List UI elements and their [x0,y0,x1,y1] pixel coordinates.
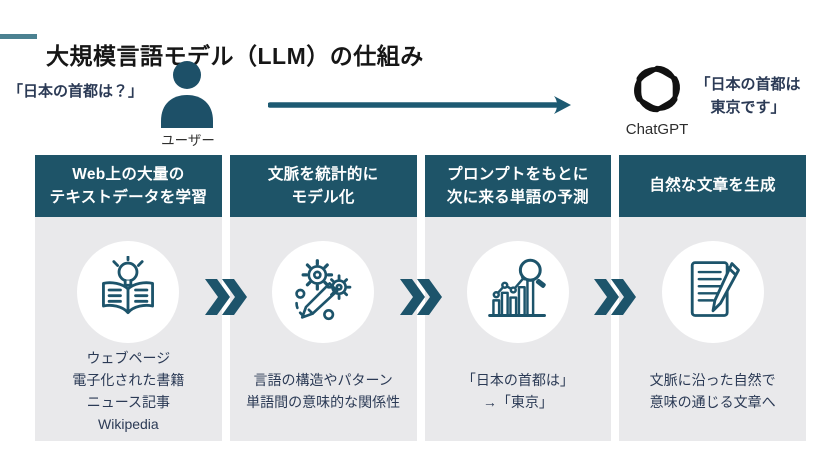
step-body: ウェブページ 電子化された書籍 ニュース記事 Wikipedia [35,217,222,441]
step-body: 「日本の首都は」 →「東京」 [424,217,612,441]
page-title: 大規模言語モデル（LLM）の仕組み [46,43,424,70]
icon-circle [272,241,375,343]
user-label: ユーザー [161,133,215,148]
person-icon [158,60,216,133]
chatgpt-logo-icon [629,61,685,122]
step-description: 文脈に沿った自然で 意味の通じる文章へ [649,371,776,410]
double-chevron-right-icon [400,279,442,315]
step-description: ウェブページ 電子化された書籍 ニュース記事 Wikipedia [72,349,185,433]
icon-circle [77,241,180,343]
step-header: 文脈を統計的に モデル化 [229,155,417,217]
step-modeling: 文脈を統計的に モデル化 [229,155,417,441]
icon-circle [466,241,569,343]
user-question-text: 「日本の首都は？」 [8,83,144,100]
pencil-gears-icon [289,256,357,329]
step-header: プロンプトをもとに 次に来る単語の予測 [424,155,612,217]
step-header: 自然な文章を生成 [619,155,806,217]
steps-row: Web上の大量の テキストデータを学習 [35,155,806,441]
step-header: Web上の大量の テキストデータを学習 [35,155,222,217]
chart-magnifier-icon [484,256,552,329]
double-chevron-right-icon [205,279,247,315]
step-description: 言語の構造やパターン 単語間の意味的な関係性 [246,371,401,410]
step-body: 文脈に沿った自然で 意味の通じる文章へ [619,217,806,441]
step-description: 「日本の首都は」 →「東京」 [461,371,574,410]
icon-circle [661,241,764,343]
step-generation: 自然な文章を生成 [619,155,806,441]
chatgpt-label: ChatGPT [625,121,689,138]
step-training-data: Web上の大量の テキストデータを学習 [35,155,222,441]
document-pencil-icon [679,256,747,329]
title-accent-line [0,34,37,39]
step-prediction: プロンプトをもとに 次に来る単語の予測 [424,155,612,441]
assistant-answer-text: 「日本の首都は 東京です」 [695,76,801,117]
step-body: 言語の構造やパターン 単語間の意味的な関係性 [229,217,417,441]
right-arrow-icon [267,95,572,120]
double-chevron-right-icon [594,279,636,315]
book-lightbulb-icon [94,255,162,329]
